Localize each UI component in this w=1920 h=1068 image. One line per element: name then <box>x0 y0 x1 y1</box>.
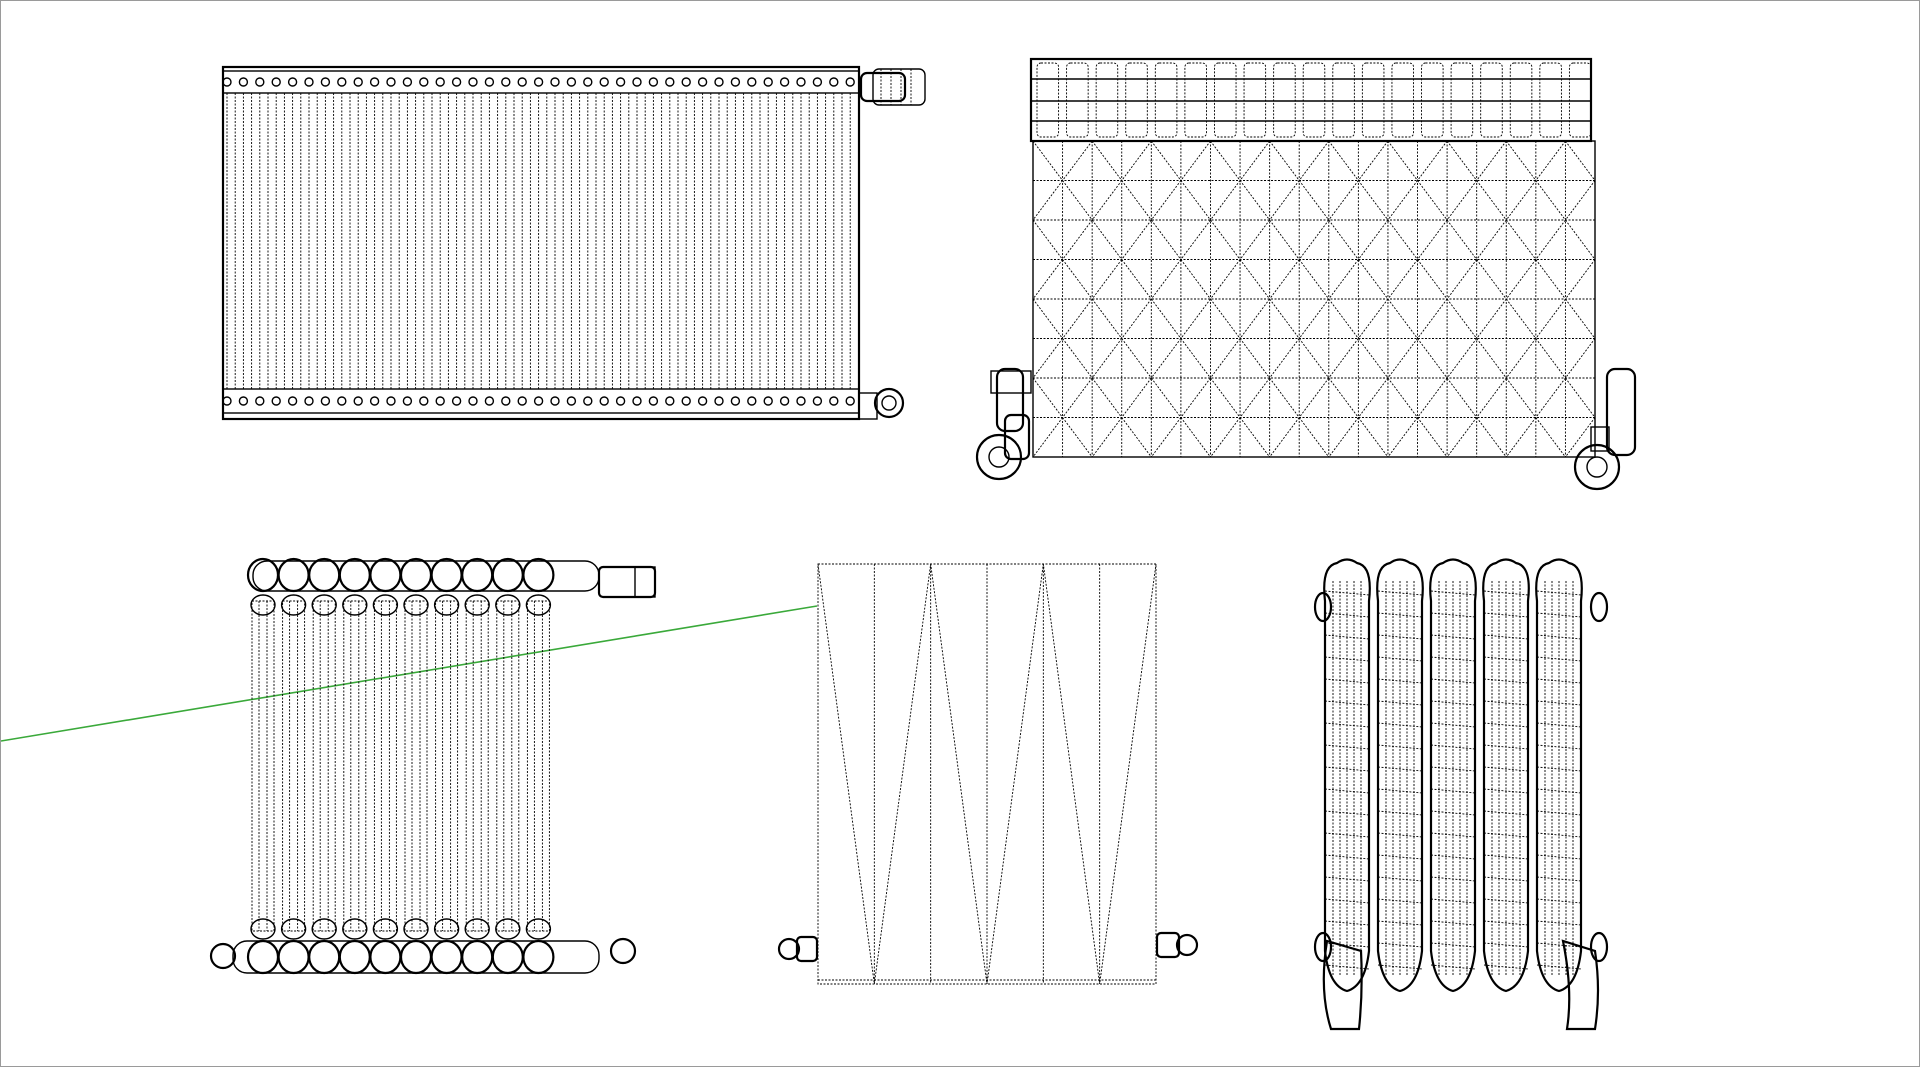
bottom-valve <box>858 387 905 420</box>
left-valve <box>777 935 819 963</box>
aluminium-sectional-radiator-model[interactable] <box>975 57 1637 491</box>
right-fitting <box>1573 367 1637 491</box>
left-fitting <box>975 367 1032 481</box>
cast-iron-radiator-model[interactable] <box>1313 558 1609 1031</box>
panel-radiator-model[interactable] <box>221 65 926 421</box>
lowpoly-box-radiator-model[interactable] <box>777 563 1199 985</box>
right-valve <box>1155 931 1199 959</box>
green-axis-line <box>1 605 818 742</box>
column-radiator-model[interactable] <box>209 557 657 975</box>
bottom-caps <box>209 937 637 970</box>
top-right-valve <box>597 565 657 599</box>
thermostat-head <box>859 68 926 106</box>
